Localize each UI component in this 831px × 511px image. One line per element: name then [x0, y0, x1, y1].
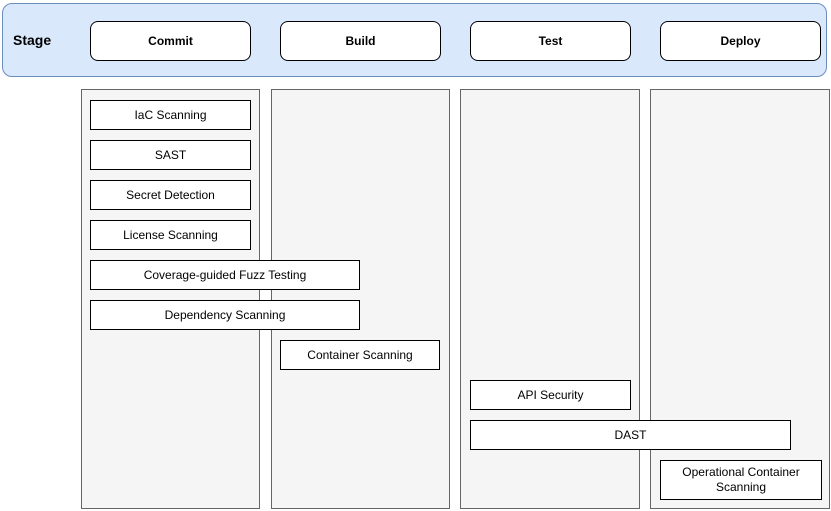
task-node-dependency-scanning: Dependency Scanning — [90, 300, 360, 330]
task-node-secret-detection: Secret Detection — [90, 180, 251, 210]
stage-node-commit: Commit — [90, 21, 251, 61]
stage-node-deploy: Deploy — [660, 21, 821, 61]
stage-node-test: Test — [470, 21, 631, 61]
stage-header-band: Stage Commit Build Test Deploy — [2, 3, 827, 77]
lane-build — [271, 89, 450, 509]
task-node-sast: SAST — [90, 140, 251, 170]
task-node-coverage-guided-fuzz-testing: Coverage-guided Fuzz Testing — [90, 260, 360, 290]
task-node-dast: DAST — [470, 420, 791, 450]
task-node-operational-container-scanning: Operational Container Scanning — [660, 460, 822, 500]
stage-header-label: Stage — [13, 32, 52, 48]
task-node-iac-scanning: IaC Scanning — [90, 100, 251, 130]
task-node-license-scanning: License Scanning — [90, 220, 251, 250]
task-node-api-security: API Security — [470, 380, 631, 410]
stage-node-build: Build — [280, 21, 441, 61]
task-node-container-scanning: Container Scanning — [280, 340, 440, 370]
